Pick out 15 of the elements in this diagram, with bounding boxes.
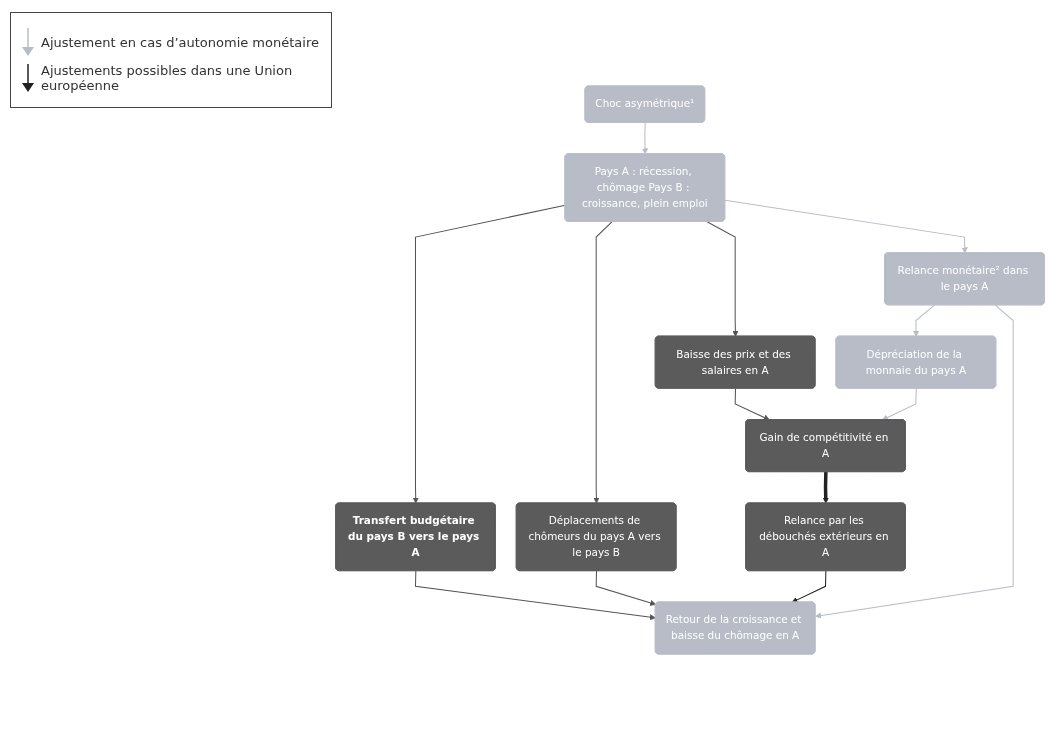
arrow [593,221,613,504]
arrow [642,122,649,155]
arrow [595,570,657,606]
arrow [706,221,739,337]
arrow [815,304,1014,619]
arrow [822,471,829,504]
arrow [791,570,827,603]
legend-text: Ajustements possibles dans une Union européenne [41,63,294,93]
legend-text: Ajustement en cas d’autonomie monétaire [41,34,319,50]
arrow [913,304,935,337]
arrow [734,388,770,421]
arrow [414,570,656,621]
arrow [882,388,917,421]
arrow [412,204,566,504]
arrow [724,199,968,254]
